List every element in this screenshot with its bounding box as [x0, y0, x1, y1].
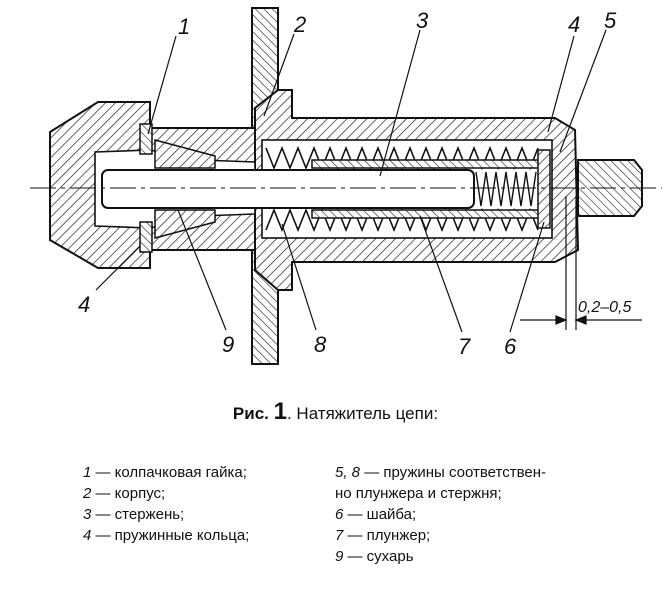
legend-item: 1 — колпачковая гайка; [83, 462, 249, 483]
legend-item: 7 — плунжер; [335, 525, 546, 546]
legend-text: — плунжер; [343, 527, 431, 544]
callout-5: 5 [604, 8, 617, 33]
cone-bottom [154, 209, 216, 239]
legend-text: — пружинные кольца; [91, 527, 250, 544]
legend-number: 3 [83, 506, 92, 523]
caption-prefix: Рис. [232, 404, 269, 423]
caption-number: 1 [273, 398, 287, 425]
callout-8: 8 [314, 332, 327, 357]
legend-item: 9 — сухарь [335, 546, 546, 567]
legend-text: но плунжера и стержня; [335, 485, 502, 502]
callout-3: 3 [416, 8, 429, 33]
legend-item: 3 — стержень; [83, 504, 249, 525]
caption-title: . Натяжитель цепи: [286, 404, 439, 423]
washer [537, 149, 551, 229]
legend-left-column: 1 — колпачковая гайка; 2 — корпус; 3 — с… [83, 462, 249, 546]
callout-9: 9 [222, 332, 234, 357]
dimension-label: 0,2–0,5 [578, 299, 631, 316]
callout-2: 2 [293, 12, 306, 37]
legend-item: 4 — пружинные кольца; [83, 525, 249, 546]
legend-item: 6 — шайба; [335, 504, 546, 525]
callout-6: 6 [504, 334, 517, 359]
legend-item: 5, 8 — пружины соответствен- [335, 462, 546, 483]
legend-text: — пружины соответствен- [360, 464, 547, 481]
figure-caption: Рис. 1. Натяжитель цепи: [0, 398, 671, 426]
callout-4-top: 4 [568, 12, 580, 37]
callout-7: 7 [458, 334, 471, 359]
legend-number: 5, 8 [335, 464, 361, 481]
legend-number: 6 [335, 506, 344, 523]
rod [101, 169, 475, 209]
legend-item: 2 — корпус; [83, 483, 249, 504]
callout-1: 1 [178, 14, 190, 39]
legend-text: — колпачковая гайка; [91, 464, 247, 481]
legend-item: но плунжера и стержня; [335, 483, 546, 504]
legend-text: — стержень; [91, 506, 185, 523]
plunger-spring [475, 171, 537, 207]
spring-ring-top [139, 123, 153, 155]
legend-number: 1 [83, 464, 92, 481]
gap-dimension [520, 196, 642, 330]
legend-text: — сухарь [343, 548, 414, 565]
legend-number: 7 [335, 527, 344, 544]
legend-right-column: 5, 8 — пружины соответствен- но плунжера… [335, 462, 546, 567]
spring-ring-bottom [139, 221, 153, 253]
legend-number: 9 [335, 548, 344, 565]
leader-lines [95, 29, 607, 333]
legend-text: — корпус; [91, 485, 166, 502]
legend-text: — шайба; [343, 506, 417, 523]
legend-number: 2 [83, 485, 92, 502]
legend-number: 4 [83, 527, 92, 544]
cone-top [154, 139, 216, 169]
callout-4-bottom: 4 [78, 292, 90, 317]
chain-tensioner-drawing: 1 2 3 4 5 4 9 8 7 6 0,2–0,5 [30, 7, 662, 365]
